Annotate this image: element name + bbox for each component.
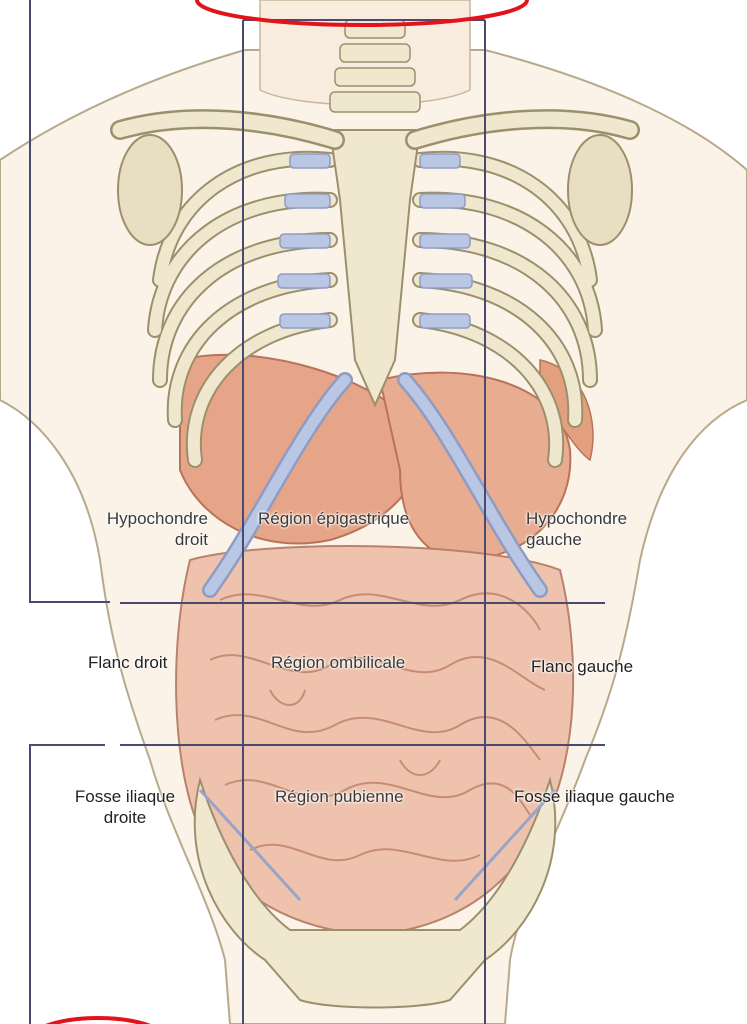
label-line: gauche [526, 529, 627, 550]
label-flanc-droit: Flanc droit [88, 652, 167, 673]
label-region-epigastrique: Région épigastrique [258, 508, 409, 529]
humerus-head-left [568, 135, 632, 245]
label-line: Fosse iliaque gauche [514, 787, 675, 806]
label-fosse-iliaque-droite: Fosse iliaque droite [40, 786, 210, 828]
label-line: droit [58, 529, 208, 550]
label-line: Hypochondre [526, 508, 627, 529]
label-flanc-gauche: Flanc gauche [531, 656, 633, 677]
label-line: Région ombilicale [271, 653, 405, 672]
label-line: Fosse iliaque [40, 786, 210, 807]
label-line: Flanc gauche [531, 657, 633, 676]
label-line: Région pubienne [275, 787, 404, 806]
label-region-pubienne: Région pubienne [275, 786, 404, 807]
highlight-ellipse-bottom [23, 1018, 173, 1024]
label-line: Flanc droit [88, 653, 167, 672]
label-hypochondre-gauche: Hypochondre gauche [526, 508, 627, 550]
label-hypochondre-droit: Hypochondre droit [58, 508, 208, 550]
label-region-ombilicale: Région ombilicale [271, 652, 405, 673]
label-line: droite [40, 807, 210, 828]
label-line: Région épigastrique [258, 509, 409, 528]
label-fosse-iliaque-gauche: Fosse iliaque gauche [514, 786, 675, 807]
humerus-head-right [118, 135, 182, 245]
label-line: Hypochondre [58, 508, 208, 529]
